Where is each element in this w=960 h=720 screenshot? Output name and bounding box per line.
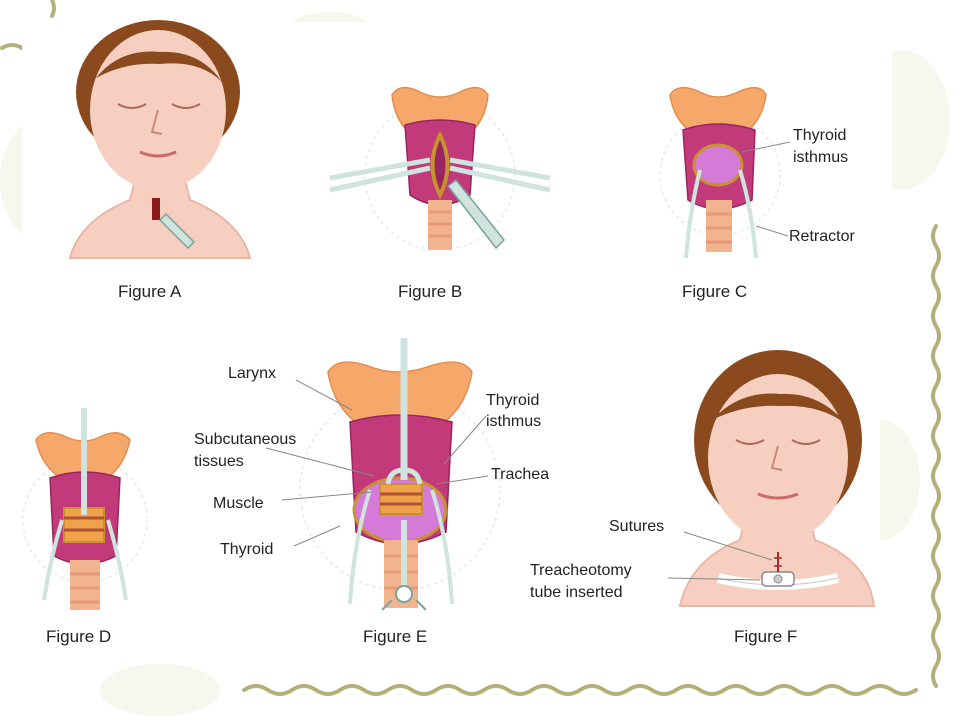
figure-f-label-tube-inserted-line2: tube inserted bbox=[530, 584, 623, 601]
figure-a-caption: Figure A bbox=[118, 282, 182, 301]
figure-f-caption: Figure F bbox=[734, 627, 797, 646]
figure-c-label-retractor: Retractor bbox=[789, 228, 855, 245]
figure-f-label-sutures: Sutures bbox=[609, 518, 664, 535]
figure-d-illustration bbox=[22, 408, 148, 610]
figure-f-label-tube-inserted: Treacheotomy bbox=[530, 562, 632, 579]
figure-d-caption: Figure D bbox=[46, 627, 111, 646]
figure-e-label-trachea: Trachea bbox=[491, 466, 549, 483]
figure-c-label-thyroid-isthmus-line2: isthmus bbox=[793, 149, 848, 166]
figure-e-label-thyroid-isthmus-line2: isthmus bbox=[486, 413, 541, 430]
figure-b-caption: Figure B bbox=[398, 282, 462, 301]
figure-e-caption: Figure E bbox=[363, 627, 427, 646]
figure-e-label-larynx: Larynx bbox=[228, 365, 276, 382]
figure-e-label-thyroid: Thyroid bbox=[220, 541, 273, 558]
figure-f-illustration bbox=[667, 350, 876, 607]
figure-b-illustration bbox=[329, 86, 551, 251]
figure-e-label-subcutaneous-tissues: Subcutaneous bbox=[194, 431, 296, 448]
figure-e-label-subcutaneous-tissues-line2: tissues bbox=[194, 453, 244, 470]
figure-c-label-thyroid-isthmus: Thyroid bbox=[793, 127, 846, 144]
figure-e-label-muscle: Muscle bbox=[213, 495, 264, 512]
figure-e-illustration bbox=[265, 338, 501, 611]
figure-e-label-thyroid-isthmus: Thyroid bbox=[486, 392, 539, 409]
figure-c-illustration bbox=[659, 86, 791, 259]
figure-c-caption: Figure C bbox=[682, 282, 747, 301]
figure-a-illustration bbox=[68, 20, 252, 259]
